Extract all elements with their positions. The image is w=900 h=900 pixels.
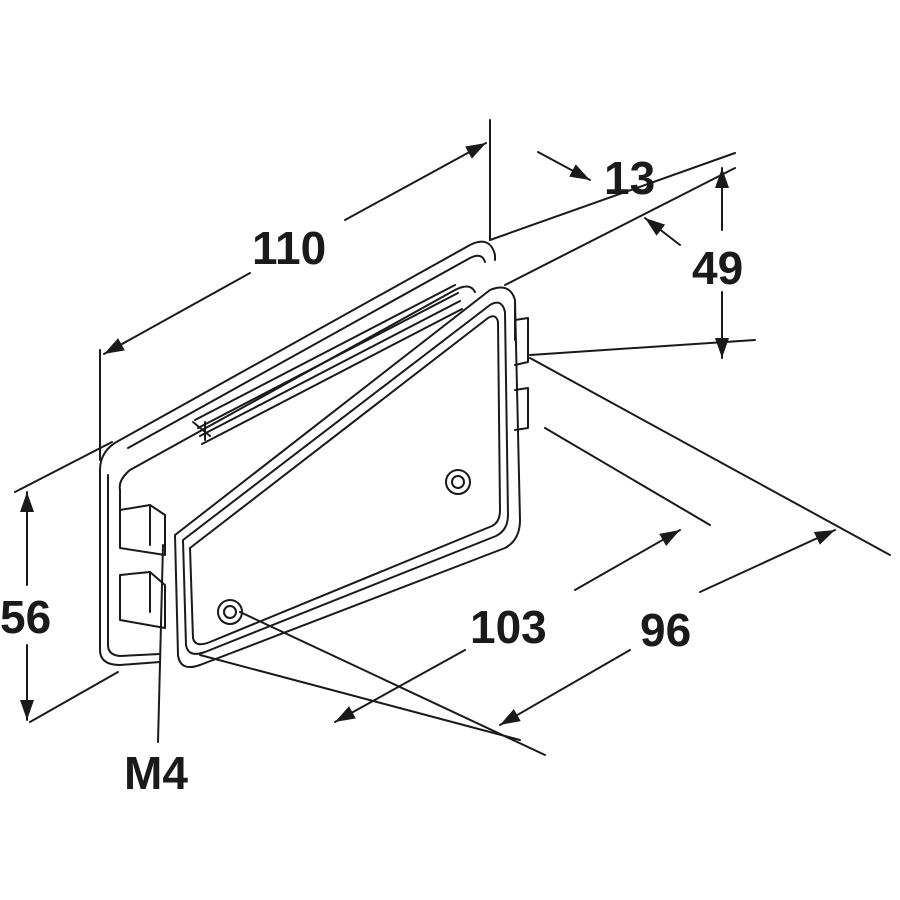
clip-right xyxy=(514,317,529,431)
dim-13-lines xyxy=(489,151,736,286)
flange-inner-edge xyxy=(107,254,486,657)
m4-leader xyxy=(157,544,164,743)
handle-body xyxy=(99,240,529,668)
front-frame-outer xyxy=(174,286,521,668)
clip-bottom xyxy=(119,571,166,629)
dim-96-lines xyxy=(199,357,891,741)
dim-label-96: 96 xyxy=(640,604,692,656)
dim-label-56: 56 xyxy=(0,591,52,643)
dim-56-lines xyxy=(14,441,119,723)
dim-label-13: 13 xyxy=(604,152,656,204)
dim-103-lines xyxy=(239,427,711,756)
screw-hole-right xyxy=(445,469,471,495)
dim-110-lines xyxy=(99,119,491,461)
front-frame-inner xyxy=(182,301,509,655)
dim-label-m4: M4 xyxy=(124,747,188,799)
dim-label-49: 49 xyxy=(692,242,744,294)
grip-ribs xyxy=(192,284,463,445)
dim-label-103: 103 xyxy=(470,601,547,653)
dim-label-110: 110 xyxy=(252,222,327,274)
outer-flange xyxy=(99,240,496,666)
screw-hole-left xyxy=(217,599,243,625)
clip-top xyxy=(119,504,166,556)
dim-49-lines xyxy=(529,167,756,359)
front-frame-inner-2 xyxy=(189,315,501,646)
